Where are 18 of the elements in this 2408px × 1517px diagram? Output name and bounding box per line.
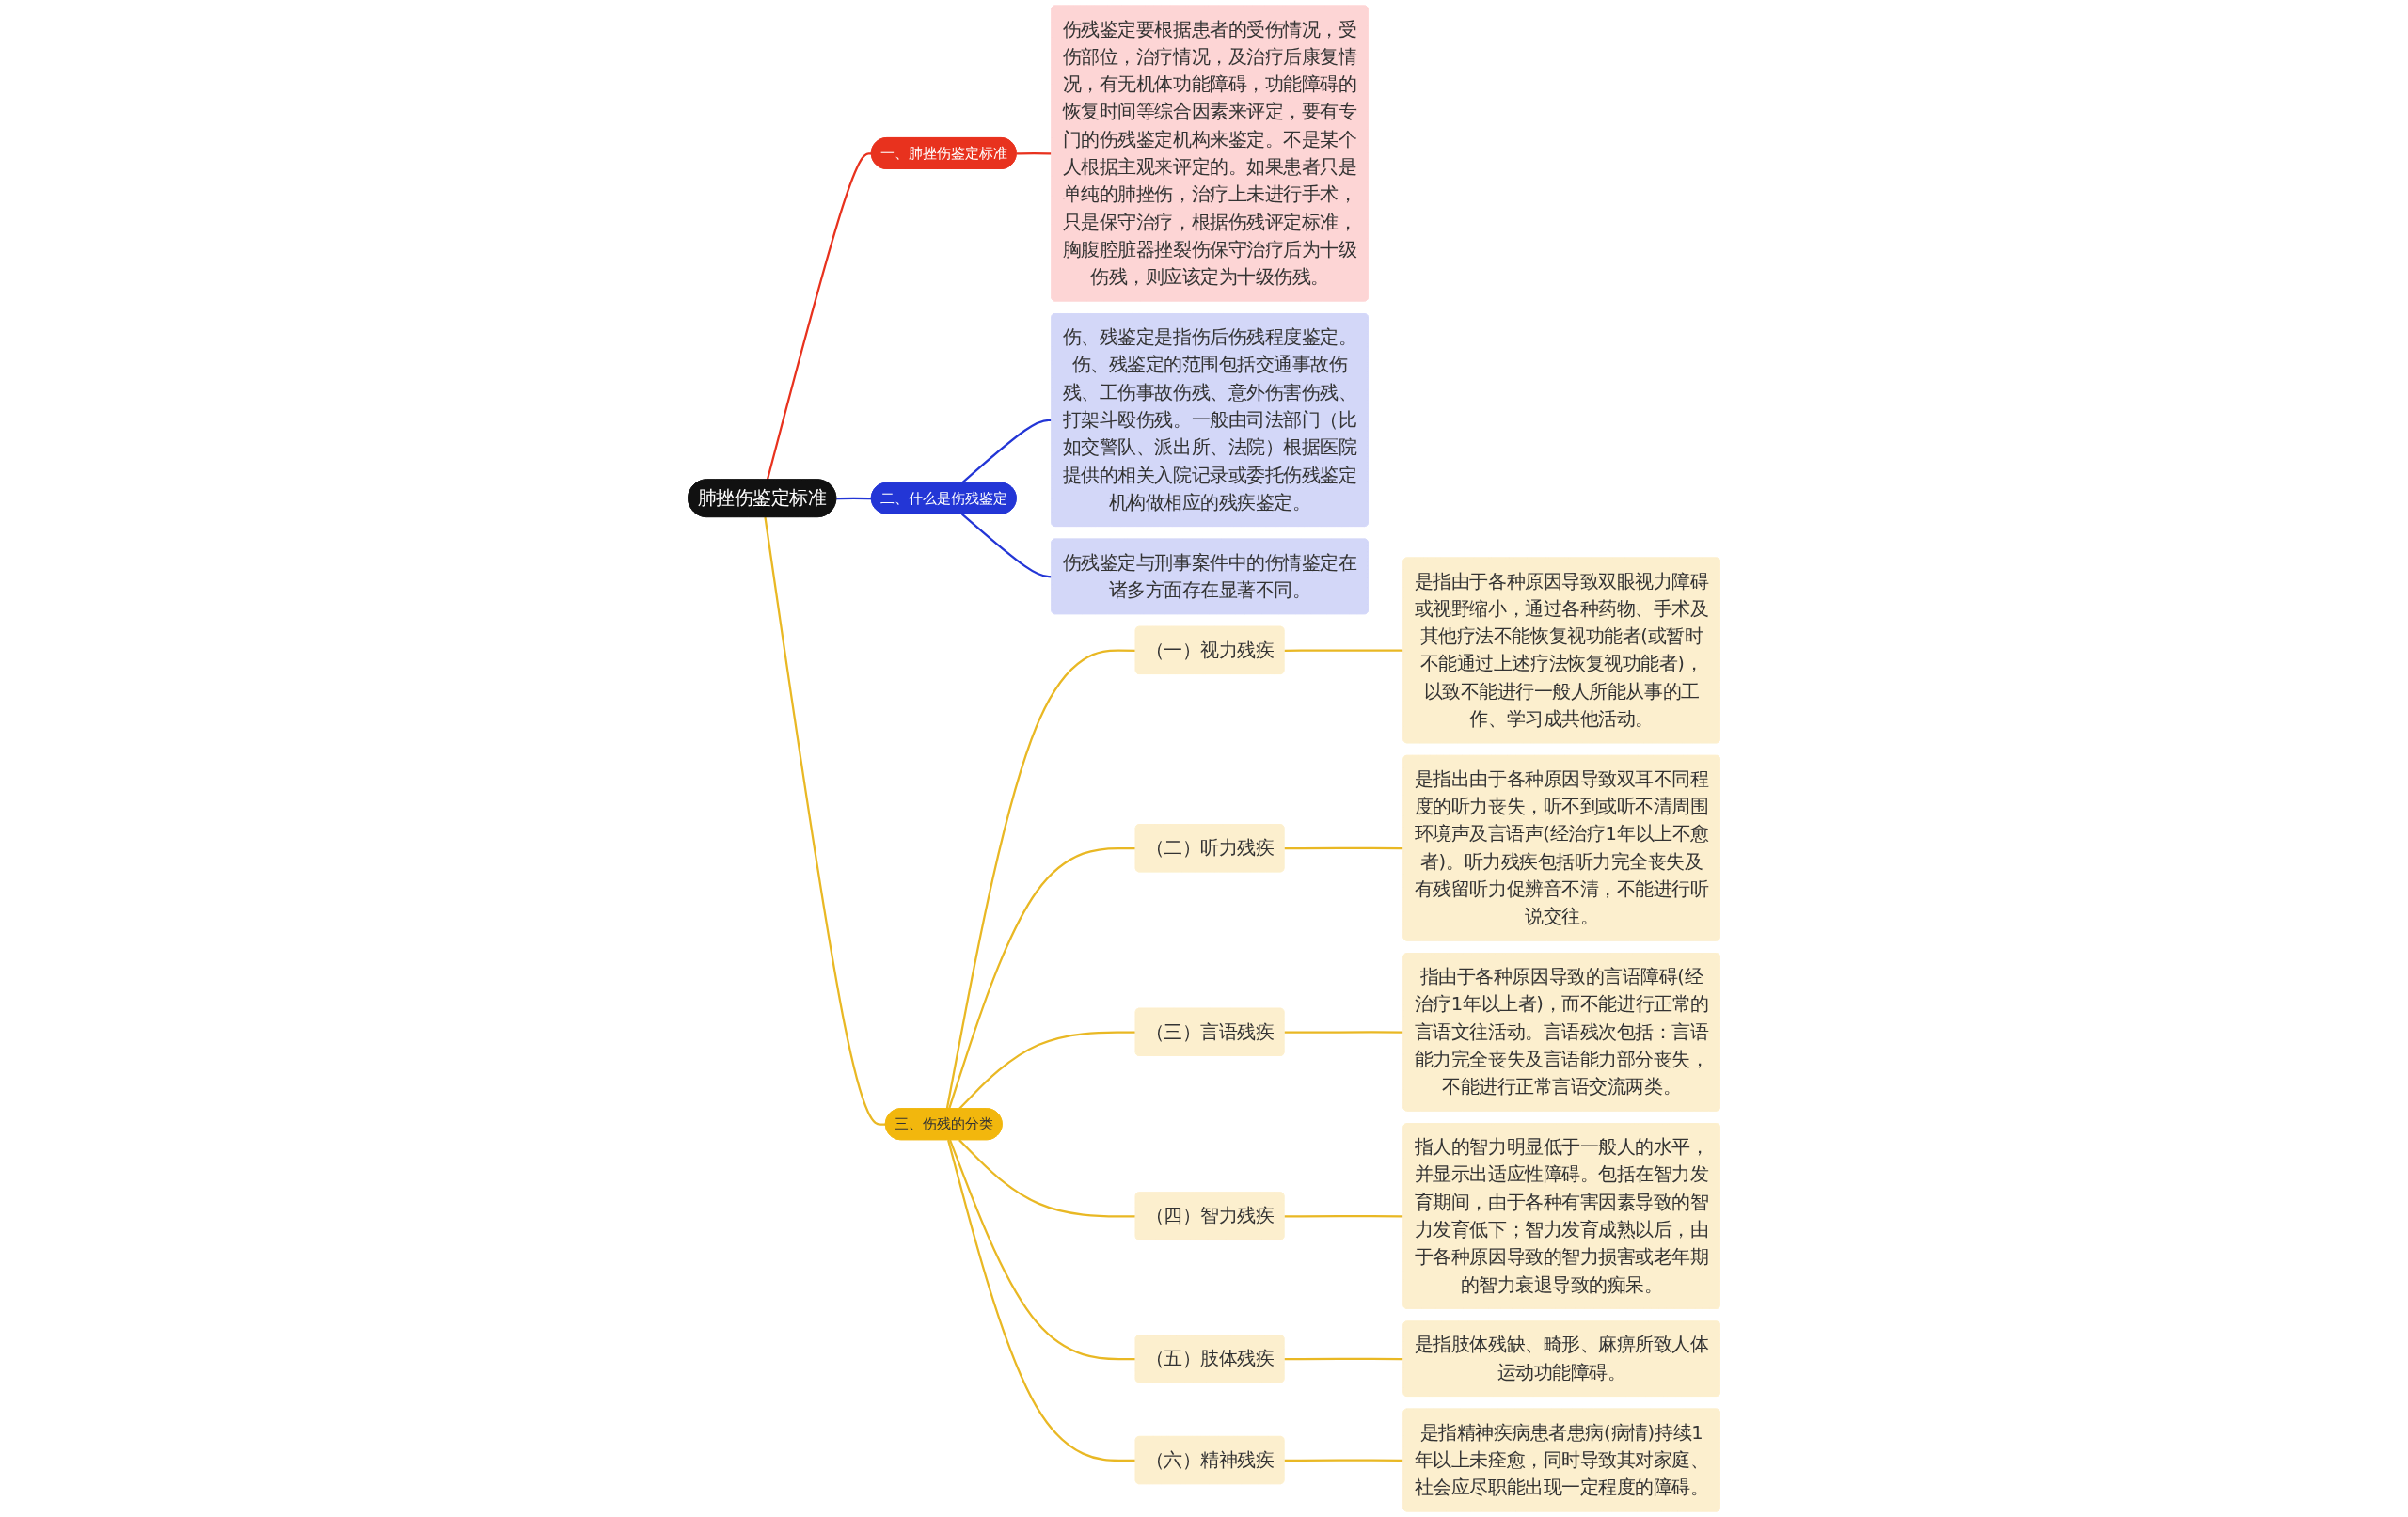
connector (947, 1139, 1136, 1462)
connector (1284, 1215, 1404, 1218)
connector (1284, 1459, 1404, 1462)
connector (960, 419, 1053, 484)
connector (1284, 846, 1404, 850)
connector (960, 513, 1053, 578)
connector (764, 516, 886, 1126)
connector (1284, 649, 1404, 652)
connector (1284, 1357, 1404, 1361)
connector (766, 152, 872, 481)
connector (1016, 152, 1053, 155)
connector (945, 649, 1136, 1110)
connector (948, 846, 1136, 1110)
connector (958, 1031, 1136, 1110)
connector (958, 1139, 1136, 1218)
connector (1284, 1031, 1404, 1034)
connector (836, 497, 872, 500)
connector (948, 1139, 1136, 1361)
